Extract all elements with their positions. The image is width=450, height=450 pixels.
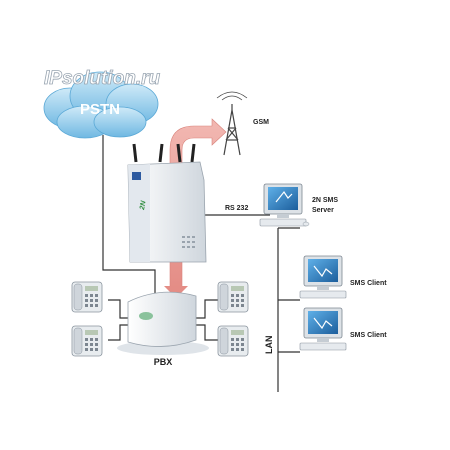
connection-lines [102,135,300,392]
phone-icon [71,281,103,313]
pbx-phone-left-top-line [108,299,130,319]
phone-icon [217,281,249,313]
lan-label: LAN [264,336,274,355]
sms-client-label: SMS Client [350,280,387,287]
computer-icon [259,183,310,227]
sms-client-label: SMS Client [350,332,387,339]
phone-icon [217,325,249,357]
pbx-device [117,291,209,355]
gsm-gateway-device: 2N [127,143,207,263]
phone-icon [71,325,103,357]
pstn-to-gateway-line [102,135,156,300]
pbx-label: PBX [154,357,173,367]
pbx-phone-left-bottom-line [108,324,130,341]
gsm-tower-icon [216,91,248,156]
gsm-label: GSM [253,119,269,126]
computer-icon [299,255,347,299]
svg-text:2N: 2N [139,199,148,211]
server-label-line2: Server [312,207,334,214]
pbx-phone-right-top-line [196,299,218,319]
pstn-cloud: PSTN [43,71,159,139]
watermark-logo: IPsolution.ru [44,68,161,89]
pbx-phone-right-bottom-line [196,324,218,341]
pstn-label: PSTN [80,101,120,118]
rs232-label: RS 232 [225,205,248,212]
server-label-line1: 2N SMS [312,197,338,204]
computer-icon [299,307,347,351]
